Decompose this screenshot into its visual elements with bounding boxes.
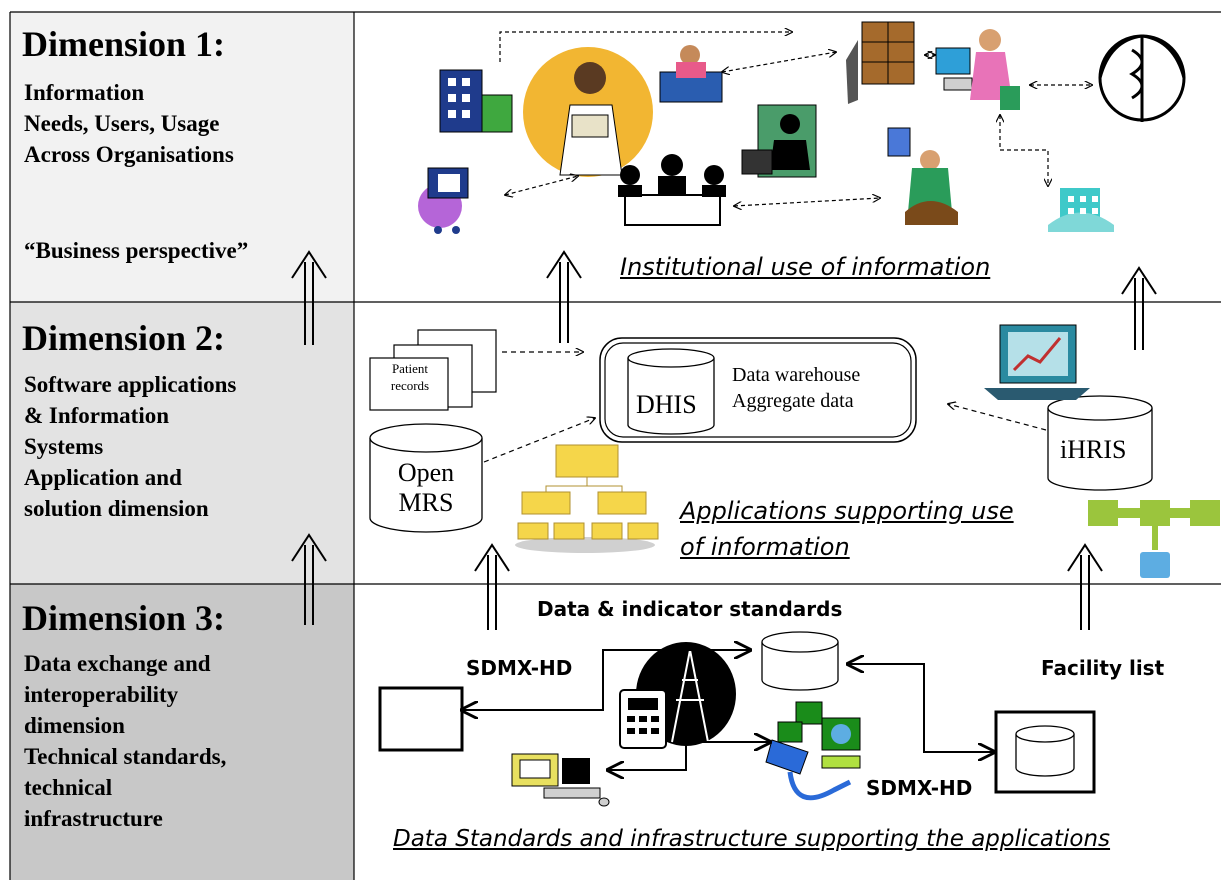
dimension3-line: technical <box>24 775 113 800</box>
office-building-icon <box>439 69 513 133</box>
patient-records-icon <box>369 329 497 411</box>
dimension2-title: Dimension 2: <box>22 318 226 358</box>
sdmx-hd-right-label: SDMX-HD <box>866 776 973 800</box>
dimension3-center-database-icon <box>761 631 839 691</box>
dimension3-connectors <box>462 650 994 770</box>
dimension1-cell <box>10 12 354 302</box>
computer-user-woman-icon <box>935 29 1020 110</box>
dimension2-line: Software applications <box>24 372 237 397</box>
networked-computers-icon <box>765 701 861 801</box>
patient-records-line: Patient <box>391 361 429 376</box>
dhis-label: DHIS <box>636 390 697 419</box>
dimension2-description: Software applications & Information Syst… <box>24 369 236 524</box>
data-indicator-standards-label: Data & indicator standards <box>537 597 843 621</box>
patient-records-label: Patient records <box>380 360 440 394</box>
double-arrow-up-icon <box>1067 543 1103 630</box>
openmrs-line: MRS <box>398 488 454 517</box>
dimension1-perspective: “Business perspective” <box>24 238 249 263</box>
double-arrow-up-icon <box>474 543 510 630</box>
dimension3-line: Data exchange and <box>24 651 211 676</box>
dimension1-dashed-connectors <box>499 32 1092 206</box>
filing-cabinet-icon <box>846 21 915 104</box>
dimension1-line: Across Organisations <box>24 142 234 167</box>
applications-caption-line2: of information <box>680 533 850 561</box>
man-at-computer-icon <box>741 104 817 178</box>
grid-lines <box>9 11 1221 880</box>
hierarchy-folder-icon <box>515 444 659 553</box>
ihris-database-icon <box>1047 395 1153 491</box>
desktop-computer-icon <box>511 753 610 807</box>
openmrs-database-icon <box>369 423 483 533</box>
laptop-chart-icon <box>984 324 1090 400</box>
dimension2-line: solution dimension <box>24 496 209 521</box>
patient-records-line: records <box>390 378 430 393</box>
dimension2-line: Systems <box>24 434 104 459</box>
dimension3-cell <box>10 584 354 880</box>
data-standards-caption: Data Standards and infrastructure suppor… <box>393 826 1111 852</box>
double-arrow-up-icon <box>291 250 327 345</box>
double-arrow-up-icon <box>1121 266 1157 350</box>
dimension3-line: infrastructure <box>24 806 163 831</box>
hospital-building-icon <box>1048 188 1114 232</box>
openmrs-label: Open MRS <box>390 458 462 518</box>
double-arrow-up-icon <box>546 250 582 343</box>
dimension1-line: Information <box>24 80 145 105</box>
dhis-database-icon <box>627 348 715 435</box>
ihris-label: iHRIS <box>1060 435 1127 464</box>
dimension2-line: & Information <box>24 403 170 428</box>
dimension3-title: Dimension 3: <box>22 598 226 638</box>
facility-server-box-icon <box>994 710 1096 794</box>
dimension3-line: dimension <box>24 713 125 738</box>
dimension2-line: Application and <box>24 465 182 490</box>
businessman-phone-icon <box>523 47 653 177</box>
openmrs-line: Open <box>397 458 455 487</box>
pharmacist-icon <box>887 127 958 225</box>
institutional-caption: Institutional use of information <box>620 253 991 281</box>
dhis-warehouse-box <box>599 337 917 443</box>
dimension3-line: Technical standards, <box>24 744 227 769</box>
dimension2-dashed-connectors <box>483 352 1047 463</box>
applications-caption-line1: Applications supporting use <box>680 497 1014 525</box>
sdmx-hd-left-label: SDMX-HD <box>466 656 573 680</box>
data-warehouse-label: Data warehouse Aggregate data <box>732 362 860 414</box>
dimension2-cell <box>10 302 354 584</box>
network-nodes-icon <box>1088 500 1220 578</box>
data-warehouse-line: Aggregate data <box>732 390 854 412</box>
data-warehouse-line: Data warehouse <box>732 364 861 386</box>
dimension1-description: Information Needs, Users, Usage Across O… <box>24 77 234 170</box>
double-arrow-up-icon <box>291 533 327 625</box>
hospital-bed-icon <box>659 45 723 103</box>
dimension1-title: Dimension 1: <box>22 24 226 64</box>
dimension3-line: interoperability <box>24 682 179 707</box>
meeting-table-icon <box>618 154 726 226</box>
dimension3-description: Data exchange and interoperability dimen… <box>24 648 226 834</box>
who-emblem-icon <box>1098 34 1186 122</box>
computer-terminal-icon <box>418 167 469 234</box>
phone-antenna-icon <box>619 642 736 749</box>
facility-list-label: Facility list <box>1041 656 1165 680</box>
dimension1-line: Needs, Users, Usage <box>24 111 220 136</box>
terminal-box-icon <box>378 686 464 752</box>
